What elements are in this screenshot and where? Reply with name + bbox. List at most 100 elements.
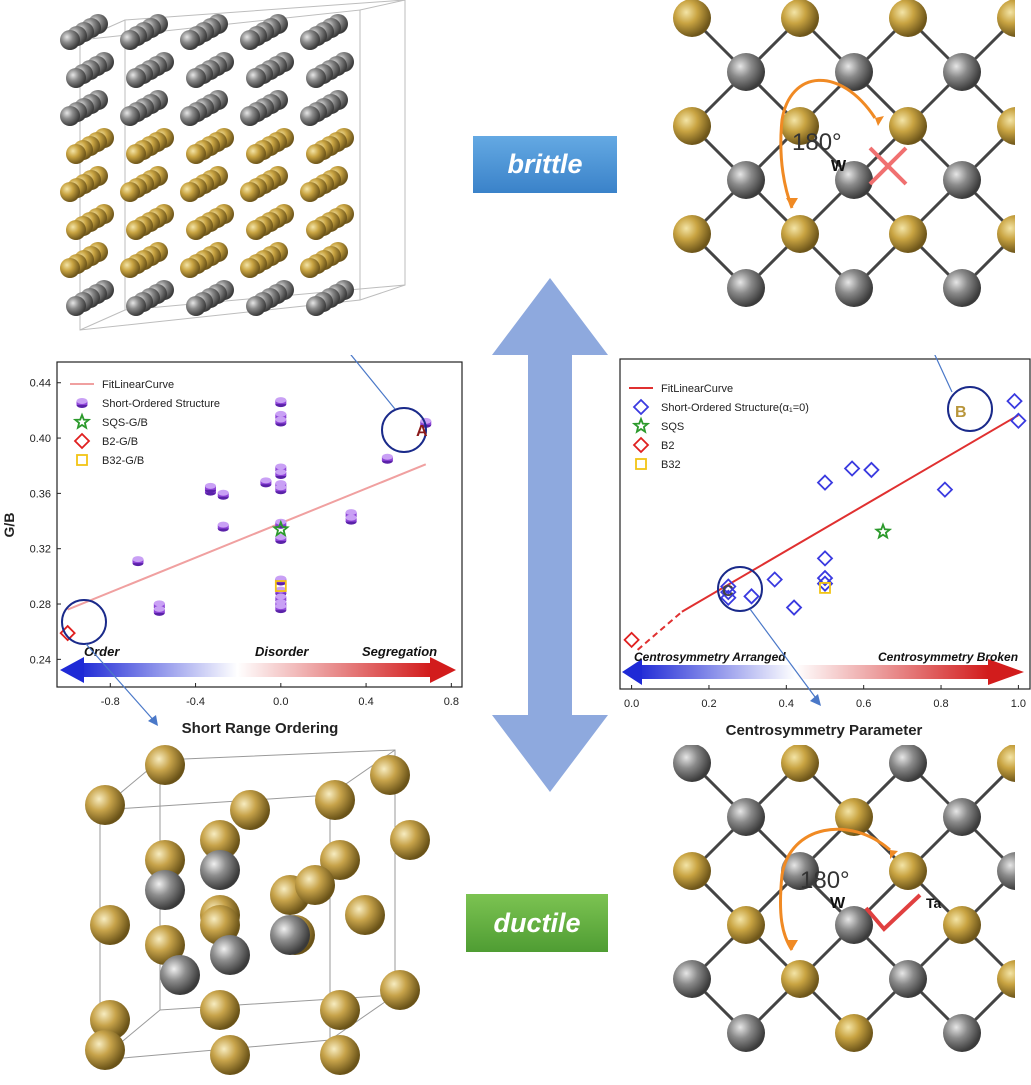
data-point-top: [275, 480, 287, 487]
grey-atom: [126, 68, 146, 88]
gold-atom: [943, 906, 981, 944]
gold-atom: [240, 258, 260, 278]
grey-atom: [240, 30, 260, 50]
grey-atom: [835, 161, 873, 199]
grey-atom: [126, 296, 146, 316]
legend-label: FitLinearCurve: [661, 383, 733, 395]
data-point-top: [275, 463, 287, 470]
ordered-crystal-structure: [85, 745, 430, 1075]
y-tick-label: 0.28: [30, 599, 51, 611]
data-point: [73, 432, 91, 450]
gold-atom: [997, 107, 1015, 145]
grey-atom: [60, 106, 80, 126]
gradient-label-disorder: Disorder: [255, 644, 309, 659]
legend-label: Short-Ordered Structure(α₁=0): [661, 402, 809, 414]
center-atom-label: W: [830, 895, 846, 912]
gold-atom: [390, 820, 430, 860]
gold-atom: [997, 960, 1015, 998]
x-tick-label: 0.0: [624, 698, 639, 710]
order-ring: [61, 599, 107, 645]
x-tick-label: 0.4: [358, 696, 373, 708]
grey-atom: [673, 960, 711, 998]
angle-label: 180°: [800, 867, 850, 894]
gold-atom: [145, 925, 185, 965]
data-point: [743, 588, 760, 605]
grey-atom: [145, 870, 185, 910]
layered-crystal-structure: [60, 0, 406, 331]
angle-label: 180°: [792, 129, 842, 156]
data-point-top: [275, 593, 287, 600]
data-point: [843, 460, 861, 477]
gold-atom: [200, 820, 240, 860]
data-point-top: [275, 575, 287, 582]
data-point-top: [275, 469, 287, 476]
data-point-top: [153, 600, 165, 607]
gold-atom: [120, 258, 140, 278]
gold-atom: [186, 220, 206, 240]
grey-atom: [781, 852, 819, 890]
gold-atom: [345, 895, 385, 935]
gold-atom: [673, 852, 711, 890]
data-point: [720, 583, 737, 601]
x-tick-label: 0.0: [273, 696, 288, 708]
gold-atom: [186, 144, 206, 164]
data-point-top: [204, 482, 216, 489]
gradient-label-arranged: Centrosymmetry Arranged: [634, 650, 786, 664]
gold-atom: [180, 182, 200, 202]
x-axis-label: Short Range Ordering: [182, 720, 339, 737]
gold-atom: [673, 215, 711, 253]
legend-label: B2-G/B: [102, 436, 138, 448]
data-point-top: [275, 410, 287, 417]
legend-label: FitLinearCurve: [102, 379, 174, 391]
gold-atom: [60, 182, 80, 202]
grey-atom: [835, 53, 873, 91]
gold-atom: [85, 1030, 125, 1070]
data-point: [76, 454, 88, 466]
data-point-top: [381, 453, 393, 460]
grey-atom: [727, 161, 765, 199]
x-tick-label: -0.8: [101, 696, 120, 708]
grey-atom: [270, 915, 310, 955]
x-tick-label: 0.8: [933, 698, 948, 710]
gold-atom: [889, 0, 927, 37]
data-point-top: [132, 556, 144, 563]
gold-atom: [246, 220, 266, 240]
gold-atom: [889, 852, 927, 890]
data-point-top: [260, 477, 272, 484]
legend-label: B32-G/B: [102, 455, 144, 467]
grey-atom: [186, 68, 206, 88]
center-atom-label: W: [831, 158, 847, 175]
gold-atom: [180, 258, 200, 278]
gold-atom: [380, 970, 420, 1010]
gold-atom: [781, 960, 819, 998]
gradient-label-segregation: Segregation: [362, 644, 437, 659]
gold-atom: [997, 745, 1015, 782]
grey-atom: [300, 30, 320, 50]
data-point-top: [153, 605, 165, 612]
data-point: [72, 412, 92, 430]
data-point-top: [275, 534, 287, 541]
data-point: [874, 522, 893, 540]
data-point-top: [217, 489, 229, 496]
grey-atom: [180, 30, 200, 50]
grey-atom: [943, 161, 981, 199]
ductile-lattice-diagram: 180° W Ta: [673, 745, 1015, 1052]
grey-atom: [943, 1014, 981, 1052]
data-point: [720, 589, 737, 606]
data-point: [766, 571, 783, 588]
gold-atom: [210, 1035, 250, 1075]
gold-atom: [835, 1014, 873, 1052]
gold-atom: [295, 865, 335, 905]
plot-frame: [56, 361, 463, 688]
grey-atom: [240, 106, 260, 126]
data-point: [1006, 392, 1023, 410]
gold-atom: [246, 144, 266, 164]
data-point-top: [345, 509, 357, 516]
y-axis-label: G/B: [1, 513, 17, 538]
data-point: [632, 398, 650, 416]
data-point: [936, 481, 954, 498]
marker-a-label: A: [416, 423, 428, 440]
gold-atom: [126, 220, 146, 240]
legend-label: Short-Ordered Structure: [102, 398, 220, 410]
grey-atom: [997, 852, 1015, 890]
